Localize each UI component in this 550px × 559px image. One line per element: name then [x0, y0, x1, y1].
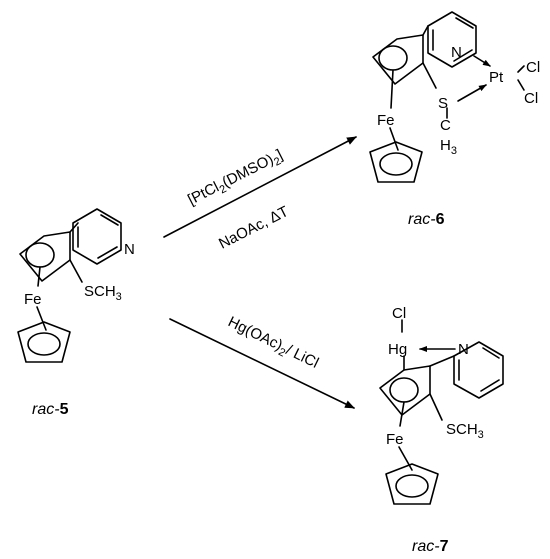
reagent-lower: Hg(OAc)2/ LiCl [224, 313, 321, 374]
atom-fe-6: Fe [377, 112, 395, 129]
sch3-group-7: SCH3 [446, 421, 484, 441]
atom-fe-7: Fe [386, 431, 404, 448]
cp-ring-lower-6 [369, 141, 423, 183]
compound-label-5: rac-5 [32, 401, 69, 418]
cp-ring-lower [17, 321, 71, 363]
reagent-upper-bottom: NaOAc, ΔT [216, 203, 291, 253]
cp-ring-upper-7 [379, 365, 431, 416]
atom-cl-6b: Cl [524, 90, 538, 107]
compound-6: N Pt Cl Cl S Fe C H3 rac-6 [369, 11, 540, 228]
atom-c-6: C [440, 117, 451, 134]
cp-ring-lower-7 [385, 463, 439, 505]
atom-n-5: N [124, 241, 135, 258]
atom-n-6: N [451, 44, 462, 61]
compound-7: Cl Hg N Fe SCH3 rac-7 [379, 305, 504, 555]
pyridine-ring [72, 208, 122, 265]
atom-h3-6: H3 [440, 137, 457, 157]
reagent-upper-top: [PtCl2(DMSO)2] [185, 146, 287, 211]
compound-5: N Fe SCH3 rac-5 [17, 208, 135, 418]
atom-n-7: N [458, 341, 469, 358]
atom-pt-6: Pt [489, 69, 504, 86]
cp-ring-upper [19, 231, 71, 282]
pyridine-ring-6 [427, 11, 477, 68]
atom-s-6: S [438, 95, 448, 112]
reaction-arrow-lower [169, 318, 355, 409]
atom-cl-7: Cl [392, 305, 406, 322]
cp-ring-upper-6 [372, 34, 424, 85]
compound-label-6: rac-6 [408, 211, 445, 228]
sch3-group-5: SCH3 [84, 283, 122, 303]
compound-label-7: rac-7 [412, 538, 449, 555]
atom-cl-6a: Cl [526, 59, 540, 76]
atom-hg-7: Hg [388, 341, 407, 358]
atom-fe-5: Fe [24, 291, 42, 308]
reaction-arrow-upper [163, 136, 357, 238]
pyridine-ring-7 [453, 341, 504, 399]
